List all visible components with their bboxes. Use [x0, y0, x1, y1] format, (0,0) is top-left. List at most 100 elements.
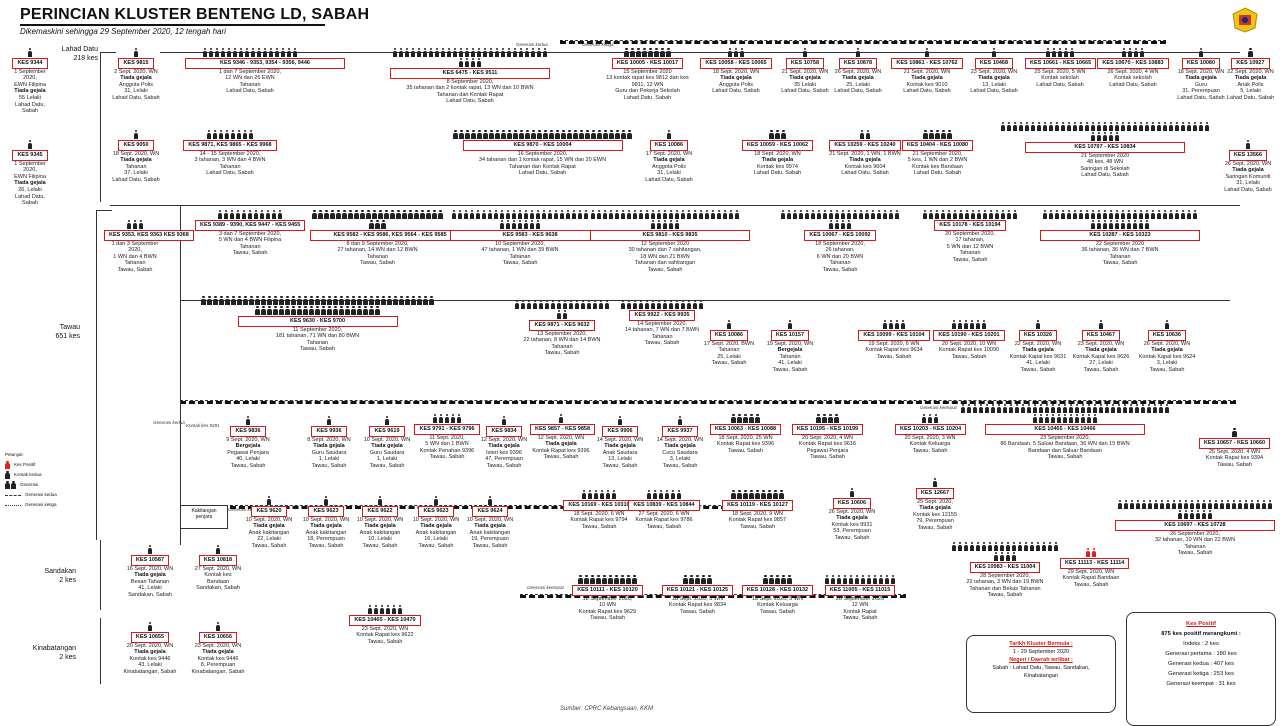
person-icon [1005, 542, 1011, 551]
person-icon [223, 210, 229, 219]
person-icon [1171, 500, 1177, 509]
person-icon [562, 300, 568, 309]
symptom-status: Tiada gejala [653, 157, 685, 164]
person-icon [900, 320, 906, 329]
person-icon [481, 210, 487, 219]
person-icon [574, 300, 580, 309]
person-icon [330, 210, 335, 219]
person-icon [1011, 552, 1017, 561]
person-icon [248, 130, 254, 139]
person-icon [769, 575, 774, 584]
symptom-status: Tiada gejala [420, 523, 452, 530]
case-id-label: KES 9834 [486, 426, 522, 437]
person-icon [1162, 210, 1168, 219]
note-generasi-ketiga-tawau: Generasi ketiga [228, 507, 260, 512]
person-icon [810, 210, 816, 219]
connector-tawau-row2 [180, 300, 1230, 301]
person-icon [535, 220, 541, 229]
person-icon [822, 414, 827, 423]
person-icon [644, 300, 650, 309]
person-icon [1174, 122, 1180, 131]
region-kinabatangan: Kinabatangan 2 kes [32, 645, 76, 661]
person-icon [632, 210, 638, 219]
person-icon [214, 48, 220, 57]
summary-cases-heading: Kes Positif [1186, 621, 1216, 627]
person-icon [1080, 414, 1086, 423]
case-detail: 26 Sept. 2020, WN [834, 68, 882, 75]
person-icon [1054, 122, 1060, 131]
person-icon [1108, 122, 1114, 131]
person-icon [781, 575, 786, 584]
person-icon [716, 210, 722, 219]
connector-gen1-ld [160, 52, 1240, 53]
case-profile: Kontak sekolah Lahad Datu, Sabah [1109, 75, 1157, 88]
person-icon [1038, 414, 1044, 423]
symptom-status: Tiada gejala [310, 523, 342, 530]
person-icons [720, 490, 795, 499]
person-icon [1038, 404, 1044, 413]
legend-positive-label: Kes Positif [14, 462, 36, 467]
person-icon [964, 210, 970, 219]
person-icon [1146, 404, 1152, 413]
person-icon [538, 300, 544, 309]
case-id-label: KES 10203 - KES 10204 [895, 424, 967, 435]
person-icon [626, 300, 632, 309]
case-detail: 14 Sept. 2020, WN [596, 436, 644, 443]
case-detail: 18 Sept. 2020, 25 WN Kontak Rapat kes 93… [716, 434, 775, 454]
person-icon [590, 575, 595, 584]
person-icon [392, 48, 398, 57]
case-detail: 23 Sept. 2020, WN [1077, 340, 1125, 347]
person-icon [399, 296, 404, 305]
person-icon [775, 130, 780, 139]
legend-gen2-label: Generasi kedua [25, 492, 57, 497]
person-icons [1097, 48, 1169, 57]
case-id-label: KES 10661 - KES 10665 [1025, 58, 1097, 69]
person-icon [1102, 210, 1108, 219]
symptom-status: Tiada gejala [1151, 347, 1183, 354]
person-icons [530, 414, 592, 423]
person-icon [1086, 414, 1092, 423]
case-profile: Cucu Saudara 3, Lelaki Tawau, Sabah [662, 449, 698, 469]
person-icon [882, 210, 888, 219]
case-detail: 18 Sept. 2020, 9 WN Kontak Rapat kes 985… [728, 510, 787, 530]
person-icon [686, 210, 692, 219]
person-icon [855, 48, 861, 57]
person-icon [277, 210, 283, 219]
person-icon [408, 210, 413, 219]
case-detail: 10 Sept. 2020, WN [412, 516, 460, 523]
person-icon [584, 575, 589, 584]
case-id-label: KES 9583 - KES 9638 [450, 230, 610, 241]
symptom-status: Tiada gejala [1022, 347, 1054, 354]
person-icon [213, 296, 218, 305]
person-icon [792, 210, 798, 219]
person-icons [1060, 548, 1122, 557]
person-icon [1128, 404, 1134, 413]
person-icon [470, 48, 476, 57]
person-icon [666, 48, 671, 57]
case-id-label: KES 9619 [369, 426, 405, 437]
person-icon [929, 130, 934, 139]
person-icon [1042, 122, 1048, 131]
person-icon [514, 300, 520, 309]
person-icon [1156, 122, 1162, 131]
person-icon [1026, 404, 1032, 413]
case-id-label: KES 10059 - KES 10062 [741, 140, 814, 151]
case-id-label: KES 9857 - KES 9858 [530, 424, 596, 435]
person-icon [976, 210, 982, 219]
person-icon [432, 414, 438, 423]
case-detail: 20 September 2020, 17 tahanan, 5 WN dan … [945, 230, 995, 263]
legend-heading: Petunjuk: [5, 452, 24, 457]
person-icon [225, 296, 230, 305]
person-icon [1096, 210, 1102, 219]
person-icons [240, 496, 298, 505]
person-icon [963, 542, 969, 551]
person-icon [416, 48, 422, 57]
person-icon [1198, 122, 1204, 131]
